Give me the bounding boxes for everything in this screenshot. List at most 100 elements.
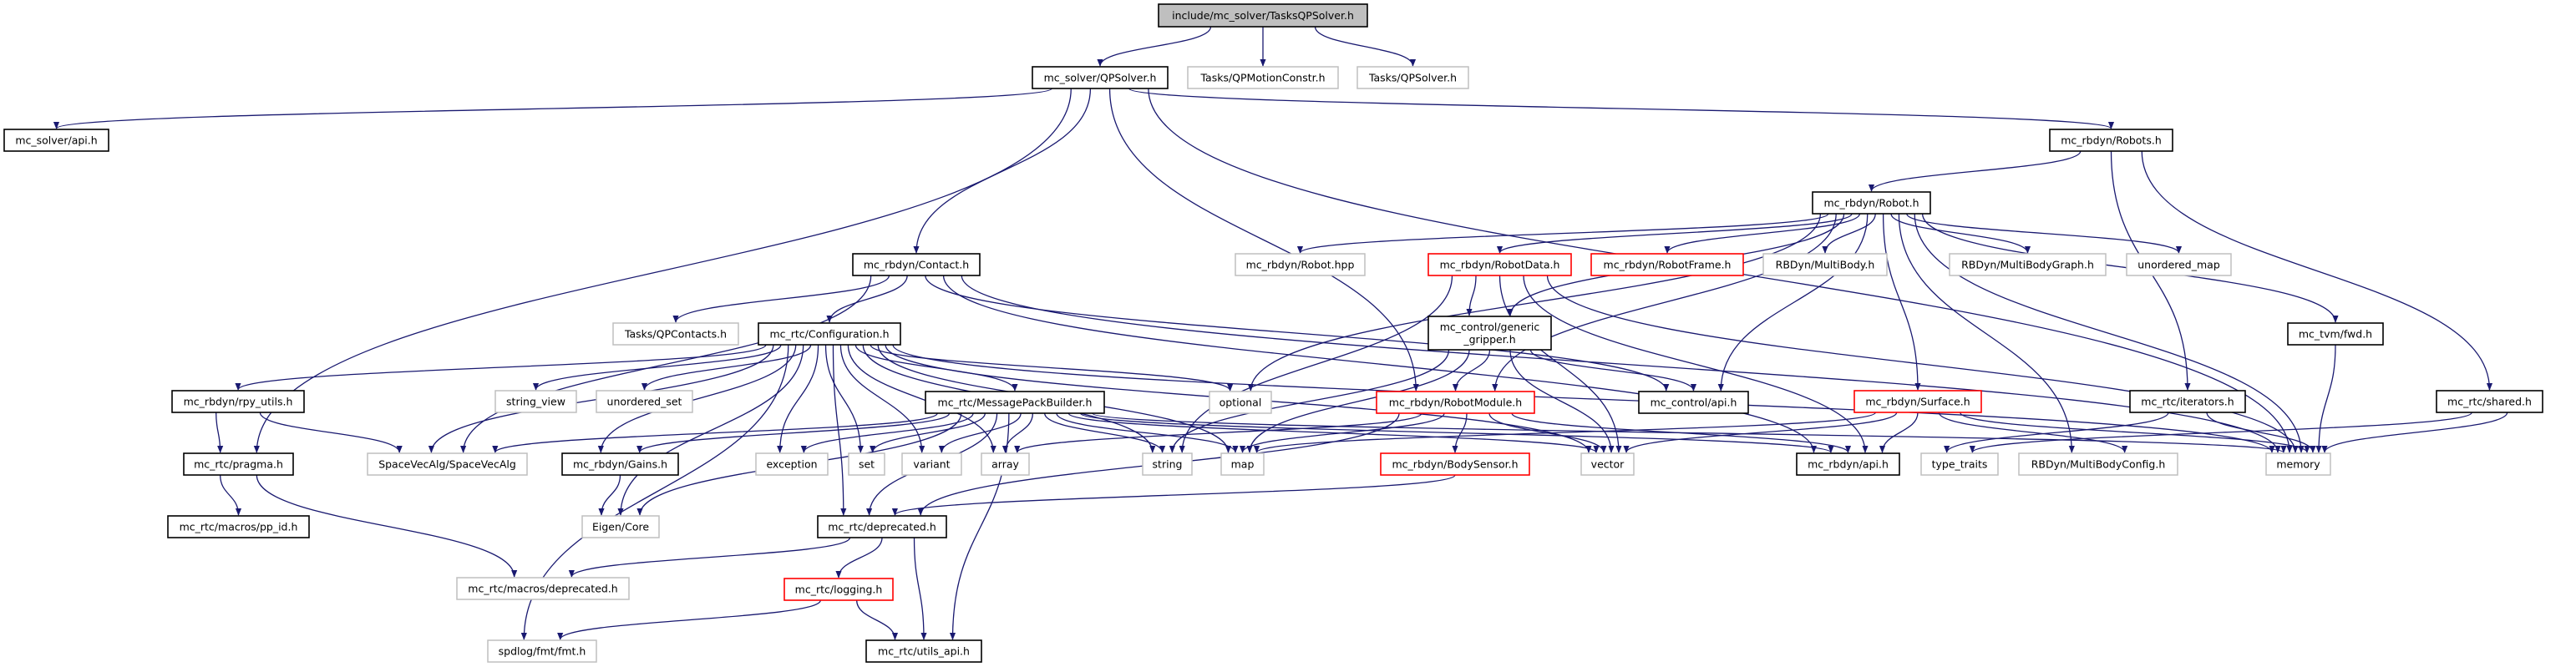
node-box [1853,390,1982,413]
nodes-layer: include/mc_solver/TasksQPSolver.h mc_solv… [3,3,2543,663]
edge-gripper-to-control_api [1529,349,1697,392]
node-label: Eigen/Core [592,521,649,533]
edge-msgpack-to-set [870,412,986,453]
edge-configuration-to-eigen [617,344,804,516]
node-label: mc_rtc/macros/pp_id.h [180,521,298,533]
node-box [183,452,294,476]
edge-root-to-tasksqpsolver [1314,26,1417,67]
edge-surface-to-mbconfig [1938,412,2128,453]
edge-deprecated-to-logging [835,537,883,579]
node-logging[interactable]: mc_rtc/logging.h [783,578,894,601]
node-msgpack[interactable]: mc_rtc/MessagePackBuilder.h [925,391,1105,414]
node-label: _gripper.h [1463,333,1515,346]
node-label: mc_control/api.h [1651,397,1737,409]
node-label: memory [2276,458,2320,471]
node-box [981,452,1030,476]
node-label: optional [1220,397,1262,409]
node-control_api[interactable]: mc_control/api.h [1638,391,1749,414]
edge-msgpack-to-vector [1067,412,1600,453]
edge-deprecated-to-macros_deprecated [568,537,851,578]
node-label: mc_control/generic [1440,321,1540,333]
node-label: map [1231,458,1255,471]
edge-qpsolver-to-robotmodule [1108,88,1419,392]
edge-configuration-to-memory [892,344,2275,453]
edge-qpsolver-to-robots [1128,88,2114,129]
node-unordered_map: unordered_map [2126,253,2232,276]
node-utils_api[interactable]: mc_rtc/utils_api.h [865,639,982,663]
node-box [1356,66,1469,89]
node-eigen: Eigen/Core [581,515,660,538]
edges-layer [53,26,2508,640]
edge-logging-to-fmt [557,599,821,640]
edge-msgpack-to-spacevecalg [492,412,938,453]
node-shared[interactable]: mc_rtc/shared.h [2436,390,2543,413]
node-label: mc_solver/api.h [15,134,97,147]
node-box [1376,391,1535,414]
edge-robotmodule-to-bodysensor [1452,412,1468,453]
node-bodysensor[interactable]: mc_rbdyn/BodySensor.h [1380,452,1530,476]
node-root[interactable]: include/mc_solver/TasksQPSolver.h [1158,3,1368,28]
node-robotmodule[interactable]: mc_rbdyn/RobotModule.h [1376,391,1535,414]
node-label: variant [913,458,950,471]
node-box [1580,452,1635,476]
node-solver_api[interactable]: mc_solver/api.h [3,129,109,152]
node-rbdyn_api[interactable]: mc_rbdyn/api.h [1796,452,1900,476]
node-contact[interactable]: mc_rbdyn/Contact.h [852,253,981,276]
node-pp_id[interactable]: mc_rtc/macros/pp_id.h [167,515,310,538]
node-surface[interactable]: mc_rbdyn/Surface.h [1853,390,1982,413]
edge-configuration-to-msgpack [854,344,1018,392]
node-unordered_set: unordered_set [596,390,693,413]
node-label: RBDyn/MultiBody.h [1776,259,1875,271]
node-robotdata[interactable]: mc_rbdyn/RobotData.h [1427,253,1572,276]
edge-shared-to-memory [2321,412,2508,453]
node-label: mc_rtc/shared.h [2447,396,2532,408]
node-box [581,515,660,538]
node-gripper[interactable]: mc_control/generic_gripper.h [1427,316,1552,351]
node-box [758,322,901,346]
edge-msgpack-to-utils_api [949,412,1010,640]
node-label: mc_rtc/Configuration.h [769,328,889,341]
edge-robots-to-shared [2141,150,2493,391]
edge-msgpack-to-string [1044,412,1166,453]
edge-iterators-to-type_traits [1944,412,2169,453]
node-label: mc_rbdyn/api.h [1808,458,1889,471]
node-mbconfig: RBDyn/MultiBodyConfig.h [2018,452,2178,476]
node-robots[interactable]: mc_rbdyn/Robots.h [2049,129,2173,152]
node-box [1158,3,1368,28]
node-robotframe[interactable]: mc_rbdyn/RobotFrame.h [1590,253,1744,276]
node-iterators[interactable]: mc_rtc/iterators.h [2129,390,2246,413]
node-exception: exception [755,452,829,476]
node-box [596,390,693,413]
node-box [1796,452,1900,476]
node-pragma[interactable]: mc_rtc/pragma.h [183,452,294,476]
node-qpcontacts: Tasks/QPContacts.h [612,322,739,346]
edge-msgpack-to-variant [938,412,1022,453]
edge-msgpack-to-exception [800,412,974,453]
node-label: mc_rbdyn/RobotModule.h [1389,397,1522,409]
edge-surface-to-rbdyn_api [1879,412,1919,453]
node-label: mc_rtc/deprecated.h [828,521,936,533]
node-qpsolver[interactable]: mc_solver/QPSolver.h [1032,66,1169,89]
node-gains[interactable]: mc_rbdyn/Gains.h [561,452,679,476]
node-label: mc_rbdyn/Surface.h [1865,396,1970,408]
node-box [852,253,981,276]
node-vector: vector [1580,452,1635,476]
edge-robotdata-to-gripper [1466,275,1477,316]
node-box [1762,253,1888,276]
edge-robotmodule-to-array [1014,412,1422,453]
node-deprecated[interactable]: mc_rtc/deprecated.h [817,515,947,538]
node-box [1209,391,1272,414]
node-label: mc_rtc/pragma.h [194,458,283,471]
node-rpy_utils[interactable]: mc_rbdyn/rpy_utils.h [171,390,305,413]
node-label: Tasks/QPMotionConstr.h [1199,72,1325,84]
node-label: mc_rbdyn/BodySensor.h [1392,458,1519,471]
node-box [612,322,739,346]
node-configuration[interactable]: mc_rtc/Configuration.h [758,322,901,346]
node-robot[interactable]: mc_rbdyn/Robot.h [1812,191,1931,215]
edge-qpsolver-to-contact [913,88,1092,254]
edge-robotdata-to-memory [1546,275,2299,453]
node-label: mc_rbdyn/Robot.h [1824,197,1919,210]
node-tvm_fwd[interactable]: mc_tvm/fwd.h [2287,322,2384,346]
edge-configuration-to-rpy_utils [235,344,767,391]
